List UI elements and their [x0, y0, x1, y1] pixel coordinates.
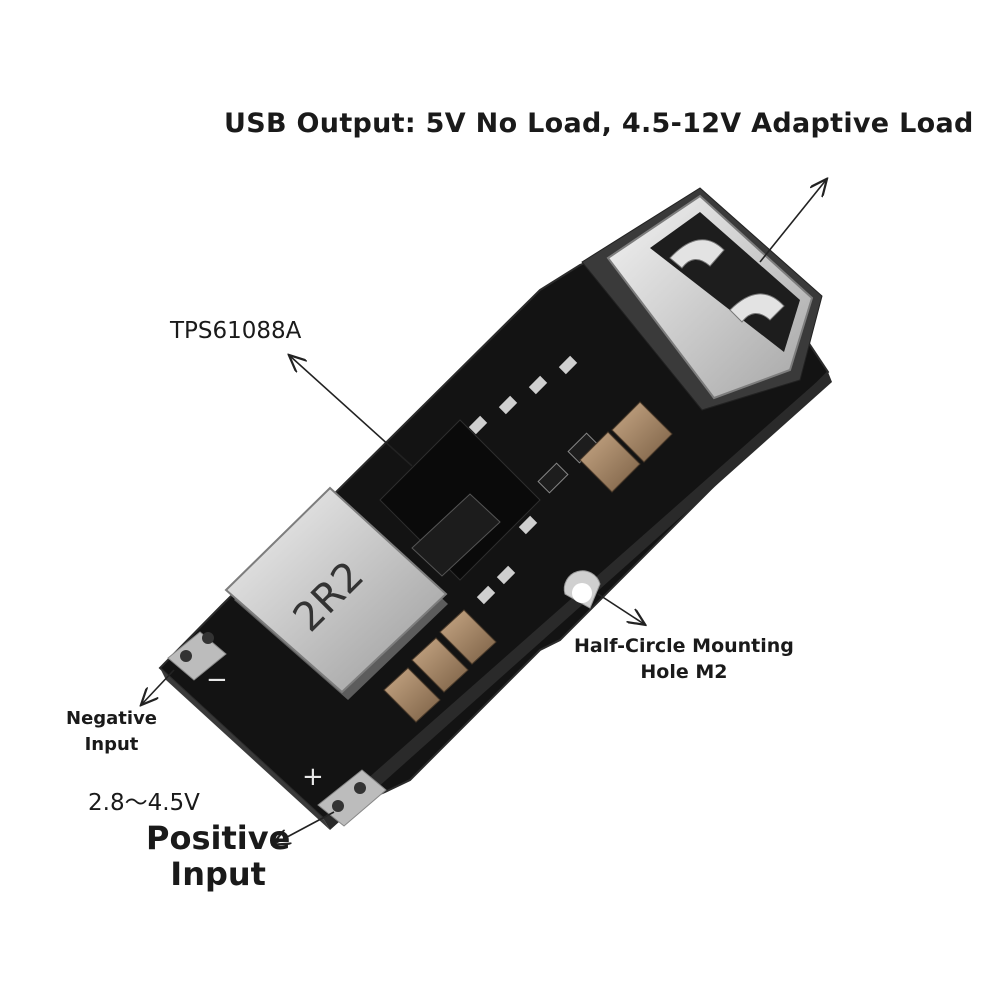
usb-output-label: USB Output: 5V No Load, 4.5-12V Adaptive…: [224, 108, 974, 139]
minus-silkscreen: −: [206, 665, 228, 695]
inductor: 2R2: [224, 486, 448, 700]
negative-input-label: Negative Input: [66, 706, 157, 758]
negative-input-pads: [167, 631, 227, 681]
chip-label: TPS61088A: [170, 318, 302, 344]
negative-input-label-line1: Negative: [66, 708, 158, 729]
positive-input-arrow: [274, 811, 335, 844]
usb-connector: [581, 187, 823, 411]
negative-input-arrow: [142, 669, 175, 704]
positive-input-label-line2: Input: [170, 855, 266, 893]
chip-arrow: [290, 356, 413, 467]
mounting-hole-label: Half-Circle Mounting Hole M2: [574, 633, 794, 685]
usb-output-arrow: [759, 180, 826, 263]
tps61088a-chip: [379, 419, 541, 581]
mounting-hole-label-line2: Hole M2: [640, 661, 728, 683]
output-capacitors: [579, 401, 673, 493]
positive-input-label: Positive Input: [146, 820, 290, 892]
negative-input-label-line2: Input: [84, 734, 139, 755]
plus-silkscreen: +: [302, 762, 324, 792]
mounting-hole-label-line1: Half-Circle Mounting: [574, 635, 794, 657]
voltage-range-label: 2.8～4.5V: [88, 790, 200, 816]
annotation-arrows: [142, 180, 826, 844]
smd-components: [468, 355, 599, 605]
positive-input-pads: [317, 769, 387, 827]
positive-input-label-line1: Positive: [146, 819, 291, 857]
input-capacitors: [383, 609, 497, 723]
mounting-hole-arrow: [597, 593, 644, 624]
